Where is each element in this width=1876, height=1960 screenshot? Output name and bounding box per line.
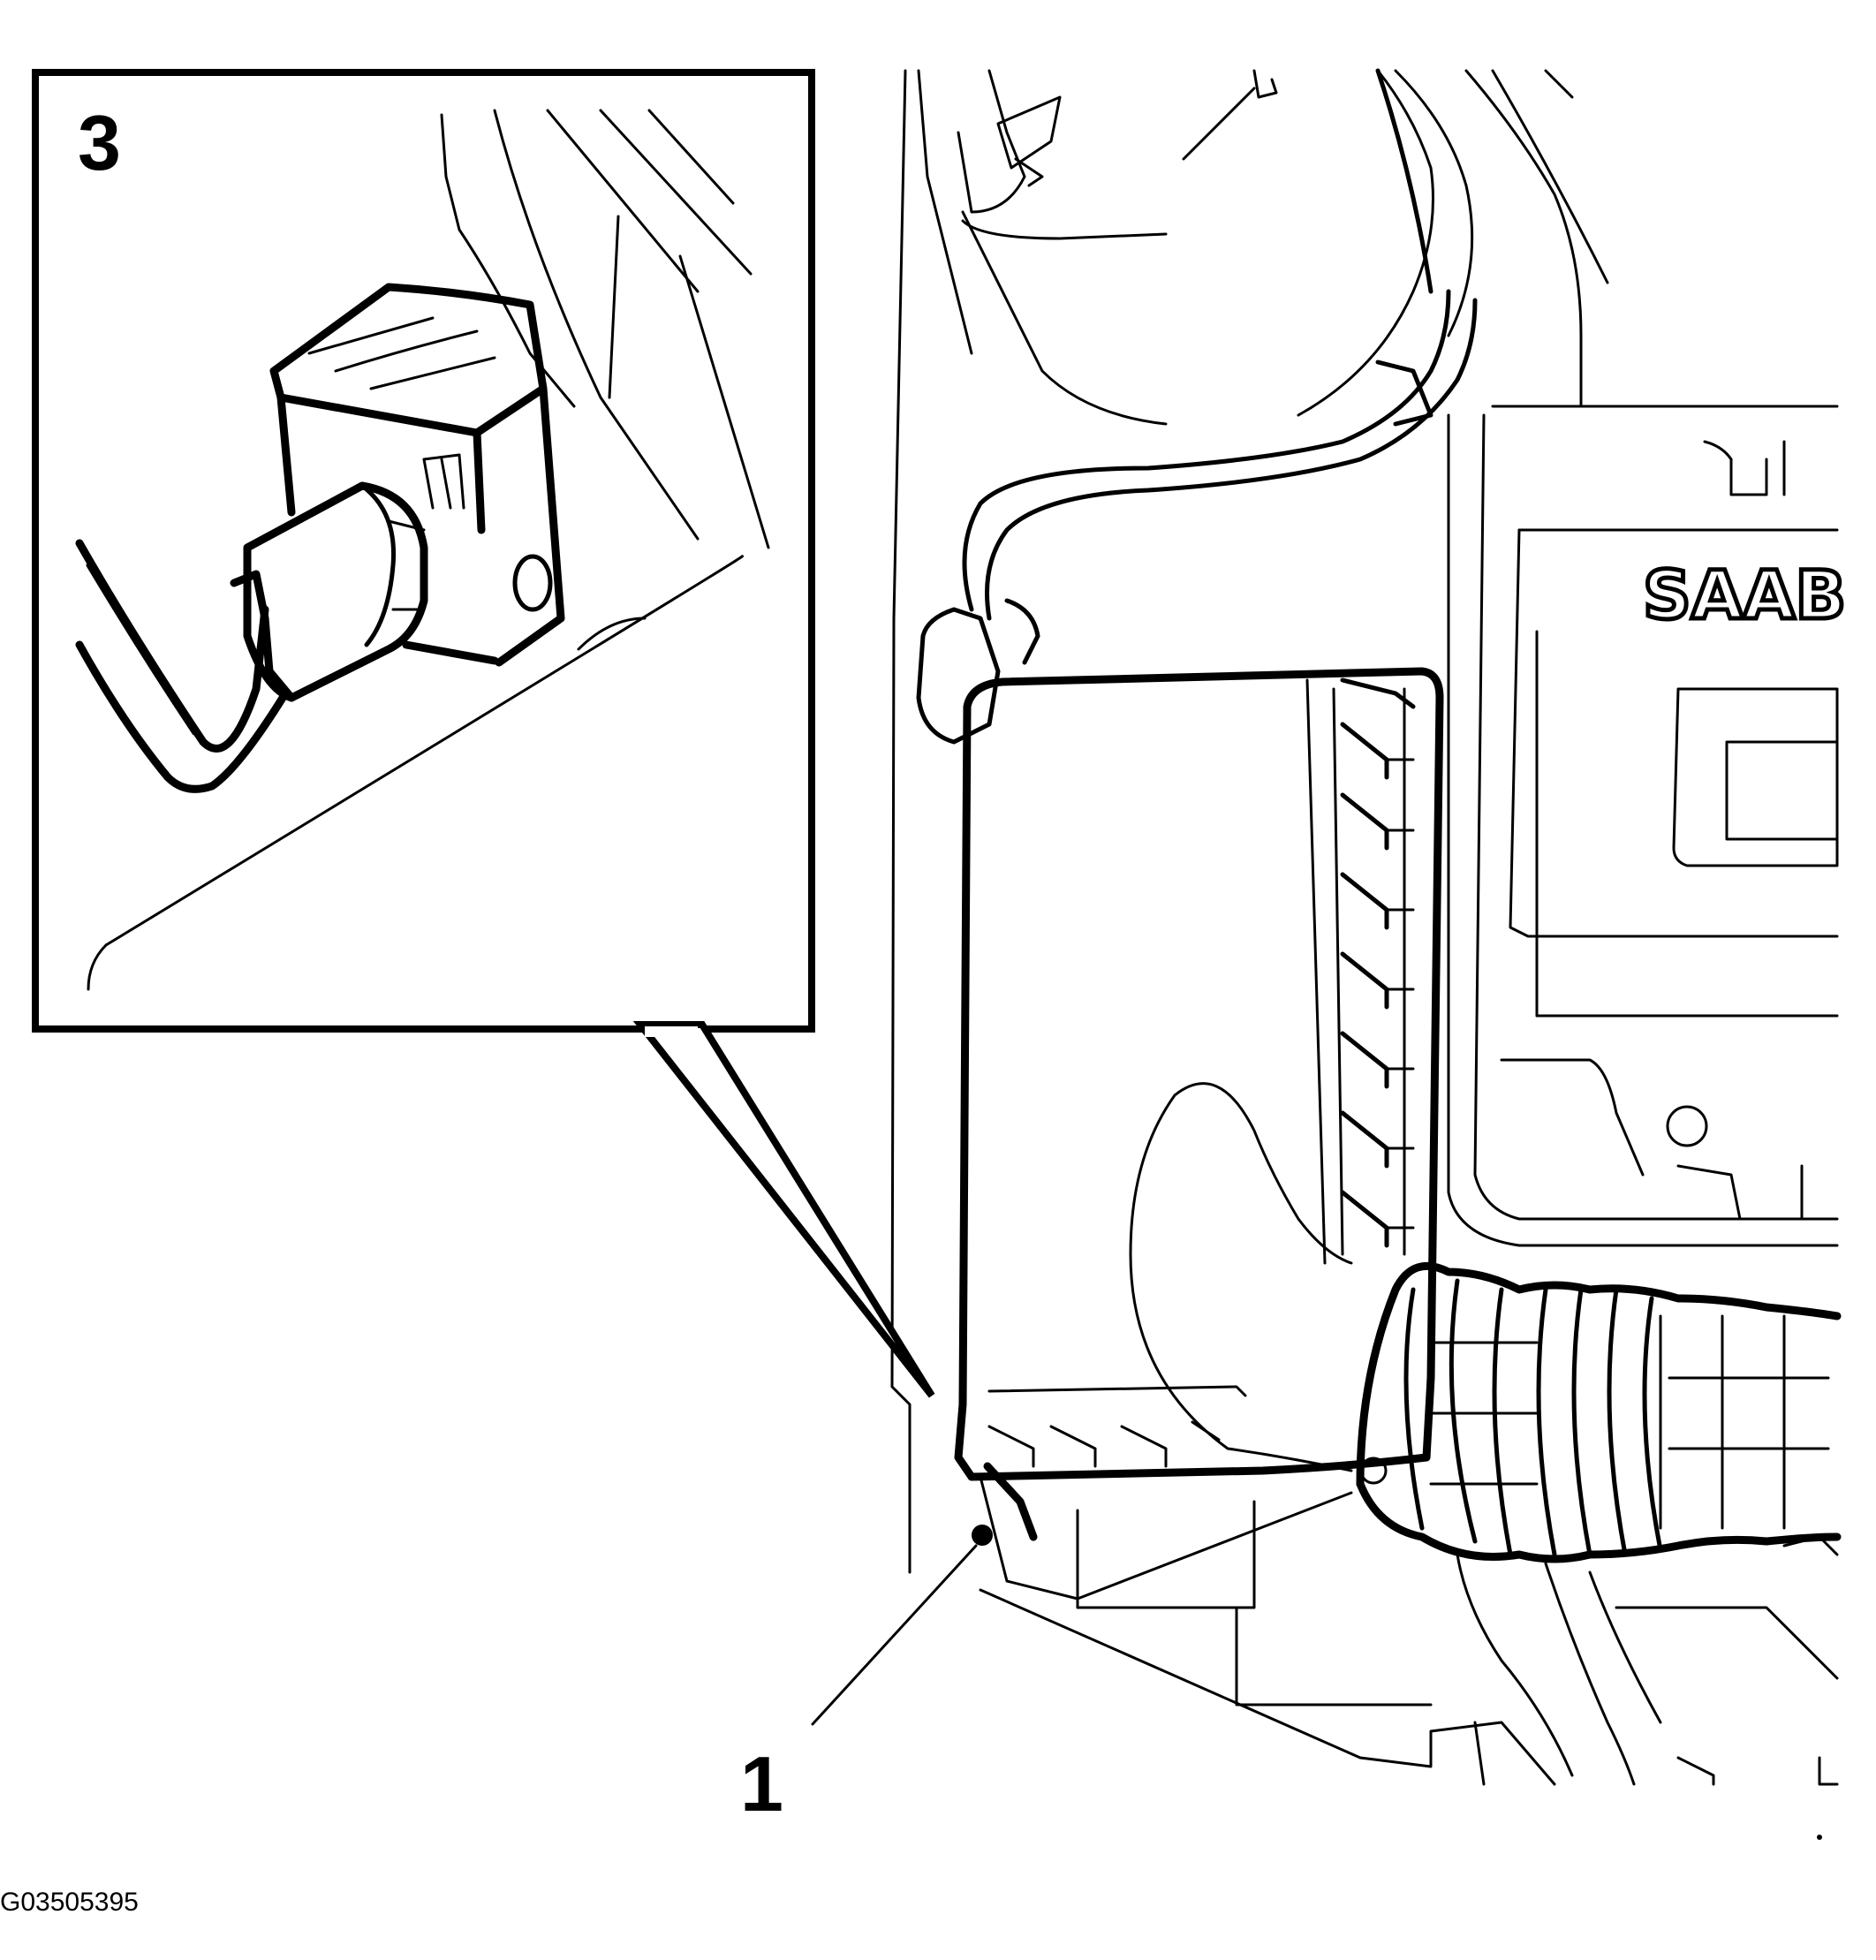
stray-dot bbox=[1817, 1835, 1822, 1840]
callout-1-dot bbox=[972, 1525, 993, 1546]
figure-id: G03505395 bbox=[0, 1888, 139, 1917]
callout-1-leader bbox=[811, 1462, 1038, 1726]
callout-1-label: 1 bbox=[740, 1740, 783, 1828]
brand-logo-text: SAAB bbox=[1643, 556, 1846, 634]
sensor-detail-illustration bbox=[75, 109, 770, 991]
engine-bay-illustration: SAAB bbox=[890, 68, 1849, 1786]
callout-3-label: 3 bbox=[78, 99, 121, 186]
detail-inset-frame bbox=[32, 69, 935, 1398]
